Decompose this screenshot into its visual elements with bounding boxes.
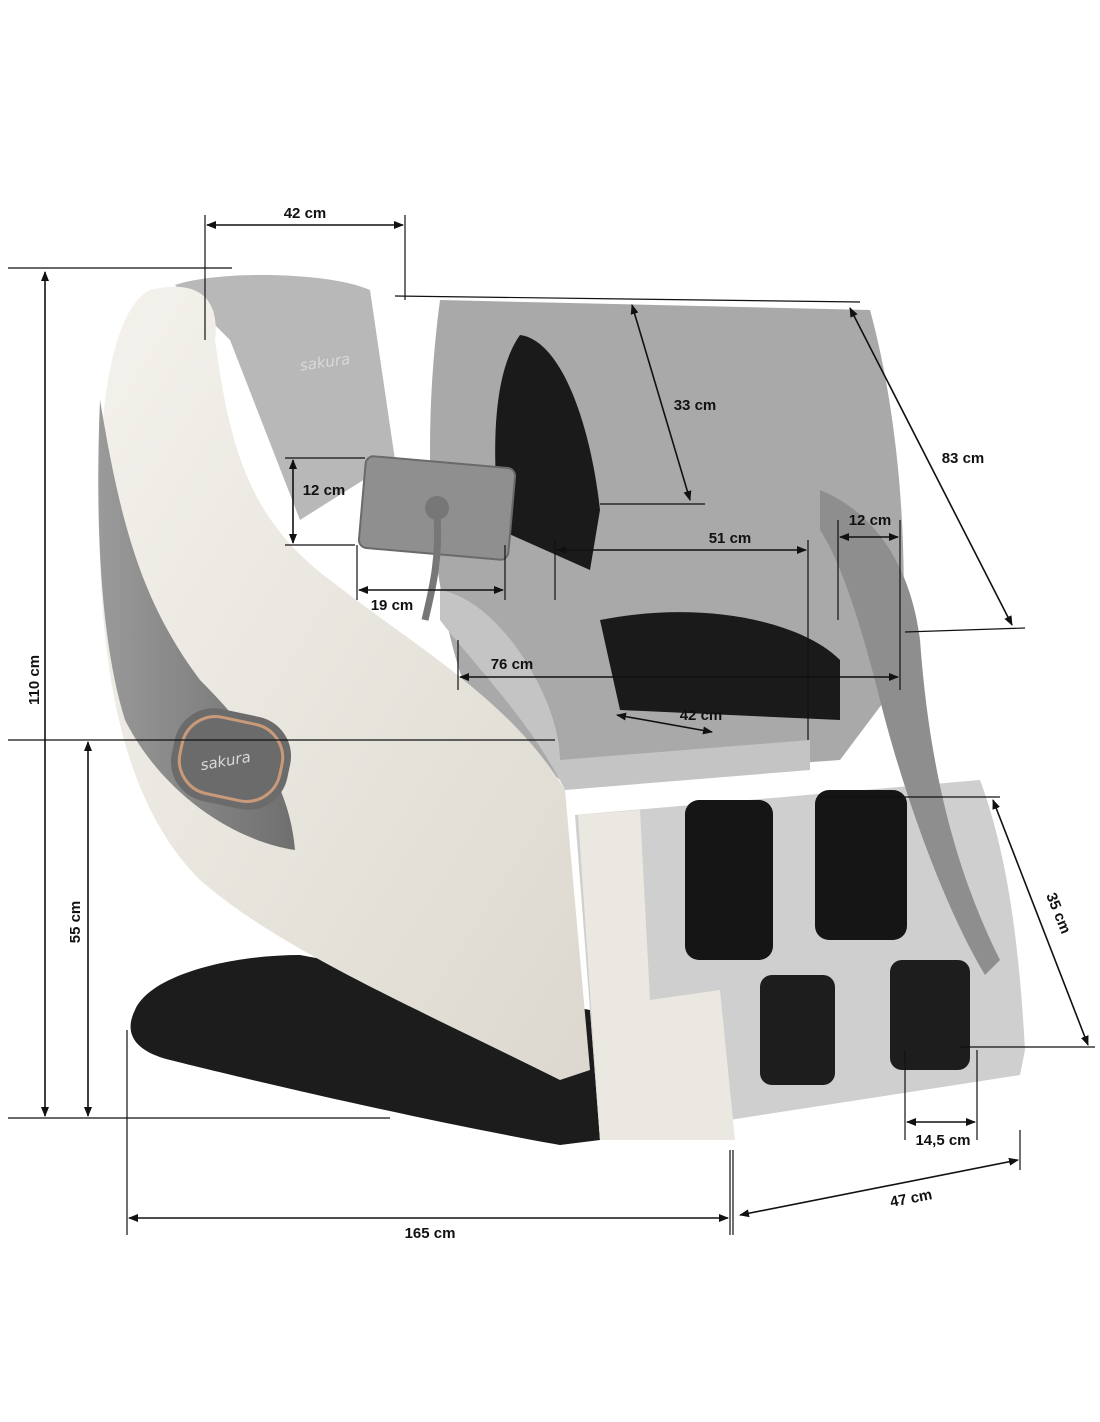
label-leg-rest-width: 47 cm — [889, 1186, 934, 1211]
side-shell — [99, 286, 590, 1080]
label-overall-inner-width: 76 cm — [491, 656, 534, 673]
foot-pocket-right — [890, 960, 970, 1070]
foot-pocket-left — [760, 975, 835, 1085]
headrest — [175, 274, 395, 520]
leg-rest-white — [578, 810, 735, 1140]
label-total-height: 110 cm — [26, 655, 43, 705]
seat-cushion — [440, 590, 810, 790]
calf-pocket-right — [815, 790, 907, 940]
side-logo-accent — [177, 715, 285, 803]
label-foot-width: 14,5 cm — [915, 1132, 970, 1149]
backrest-dark-pad — [495, 335, 600, 570]
label-headrest-width: 42 cm — [284, 205, 327, 222]
reference-lines — [8, 215, 1095, 1235]
label-backrest-upper: 33 cm — [674, 397, 717, 414]
label-armrest-width: 12 cm — [849, 512, 892, 529]
label-tablet-width: 19 cm — [371, 597, 414, 614]
label-backrest-length: 83 cm — [942, 450, 985, 467]
label-seat-height: 55 cm — [67, 901, 84, 944]
dimension-arrows — [41, 221, 1089, 1222]
tablet-mount — [425, 496, 449, 520]
massage-chair-image: sakura sakura — [98, 274, 1025, 1145]
side-logo-badge — [170, 708, 292, 810]
label-inner-depth: 51 cm — [709, 530, 752, 547]
label-leg-rest-length: 35 cm — [1042, 890, 1074, 936]
armrest-dark — [600, 612, 840, 720]
label-tablet-height: 12 cm — [303, 482, 346, 499]
label-seat-width: 42 cm — [680, 707, 723, 724]
tablet-arm — [421, 514, 442, 621]
calf-pocket-left — [685, 800, 773, 960]
label-total-length: 165 cm — [405, 1225, 456, 1242]
